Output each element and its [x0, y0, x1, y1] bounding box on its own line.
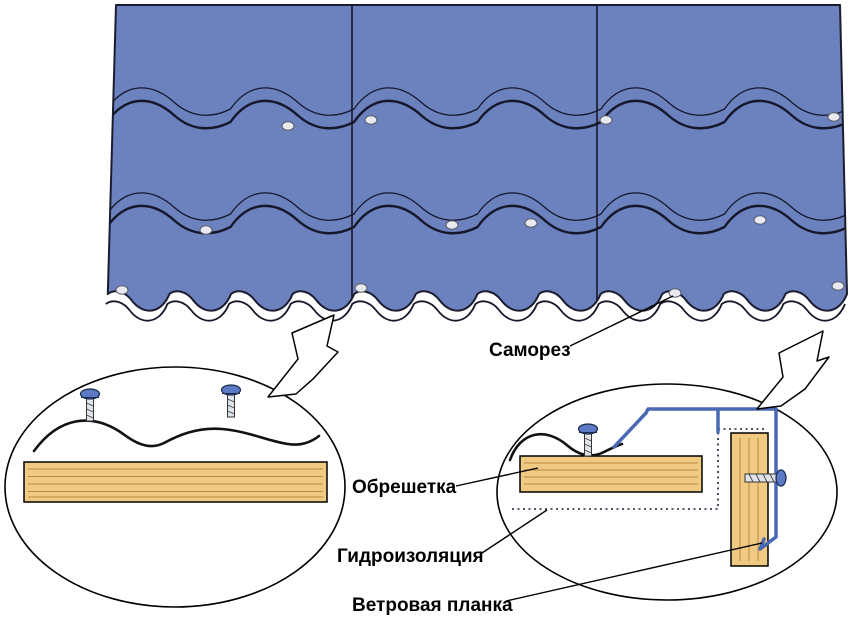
- wood-batten-right: [519, 455, 703, 493]
- roof-bottom-edge-shadow: [105, 300, 846, 322]
- roof-screw-dot: [524, 218, 538, 228]
- callout-arrow-right: [756, 330, 830, 410]
- roof-screw-dot: [827, 112, 841, 122]
- metal-tile-roof: [105, 4, 848, 322]
- roof-sheet-fill: [106, 4, 848, 312]
- wood-grain-lines: [739, 438, 759, 561]
- roof-screw-dot: [199, 225, 213, 235]
- roof-screw-dot: [445, 220, 459, 230]
- labels: Саморез Обрешетка Гидроизоляция Ветровая…: [337, 295, 763, 616]
- roof-screw-dot: [831, 281, 845, 291]
- roof-screw-dot: [753, 215, 767, 225]
- pointer-line-batten: [455, 467, 539, 487]
- label-screw: Саморез: [489, 340, 571, 361]
- pointer-line-waterproofing: [481, 509, 548, 554]
- waterproofing-dashed-line: [512, 428, 764, 510]
- label-wind-strip: Ветровая планка: [352, 595, 513, 616]
- tile-profile-line: [508, 432, 624, 462]
- label-batten: Обрешетка: [352, 477, 457, 498]
- callout-arrow-left: [267, 314, 339, 398]
- roof-screw-dot: [281, 121, 295, 131]
- roof-screw-dot: [354, 283, 368, 293]
- roof-screw-dots: [115, 112, 845, 298]
- wind-strip-profile: [612, 407, 778, 551]
- tile-profile-line: [32, 419, 321, 453]
- pointer-line-screw: [569, 295, 674, 347]
- pointer-line-wind-strip: [505, 542, 763, 602]
- detail-callout-left: [4, 366, 346, 608]
- roof-screw-dot: [668, 288, 682, 298]
- detail-callout-right: [496, 383, 838, 601]
- roof-screw-dot: [115, 285, 129, 295]
- roof-screw-dot: [599, 115, 613, 125]
- label-waterproofing: Гидроизоляция: [337, 546, 484, 567]
- tile-wave-rows: [107, 5, 847, 300]
- wood-grain-lines: [524, 462, 698, 485]
- wood-grain-lines: [28, 468, 323, 498]
- wood-batten-left: [23, 461, 328, 503]
- roof-screw-dot: [364, 115, 378, 125]
